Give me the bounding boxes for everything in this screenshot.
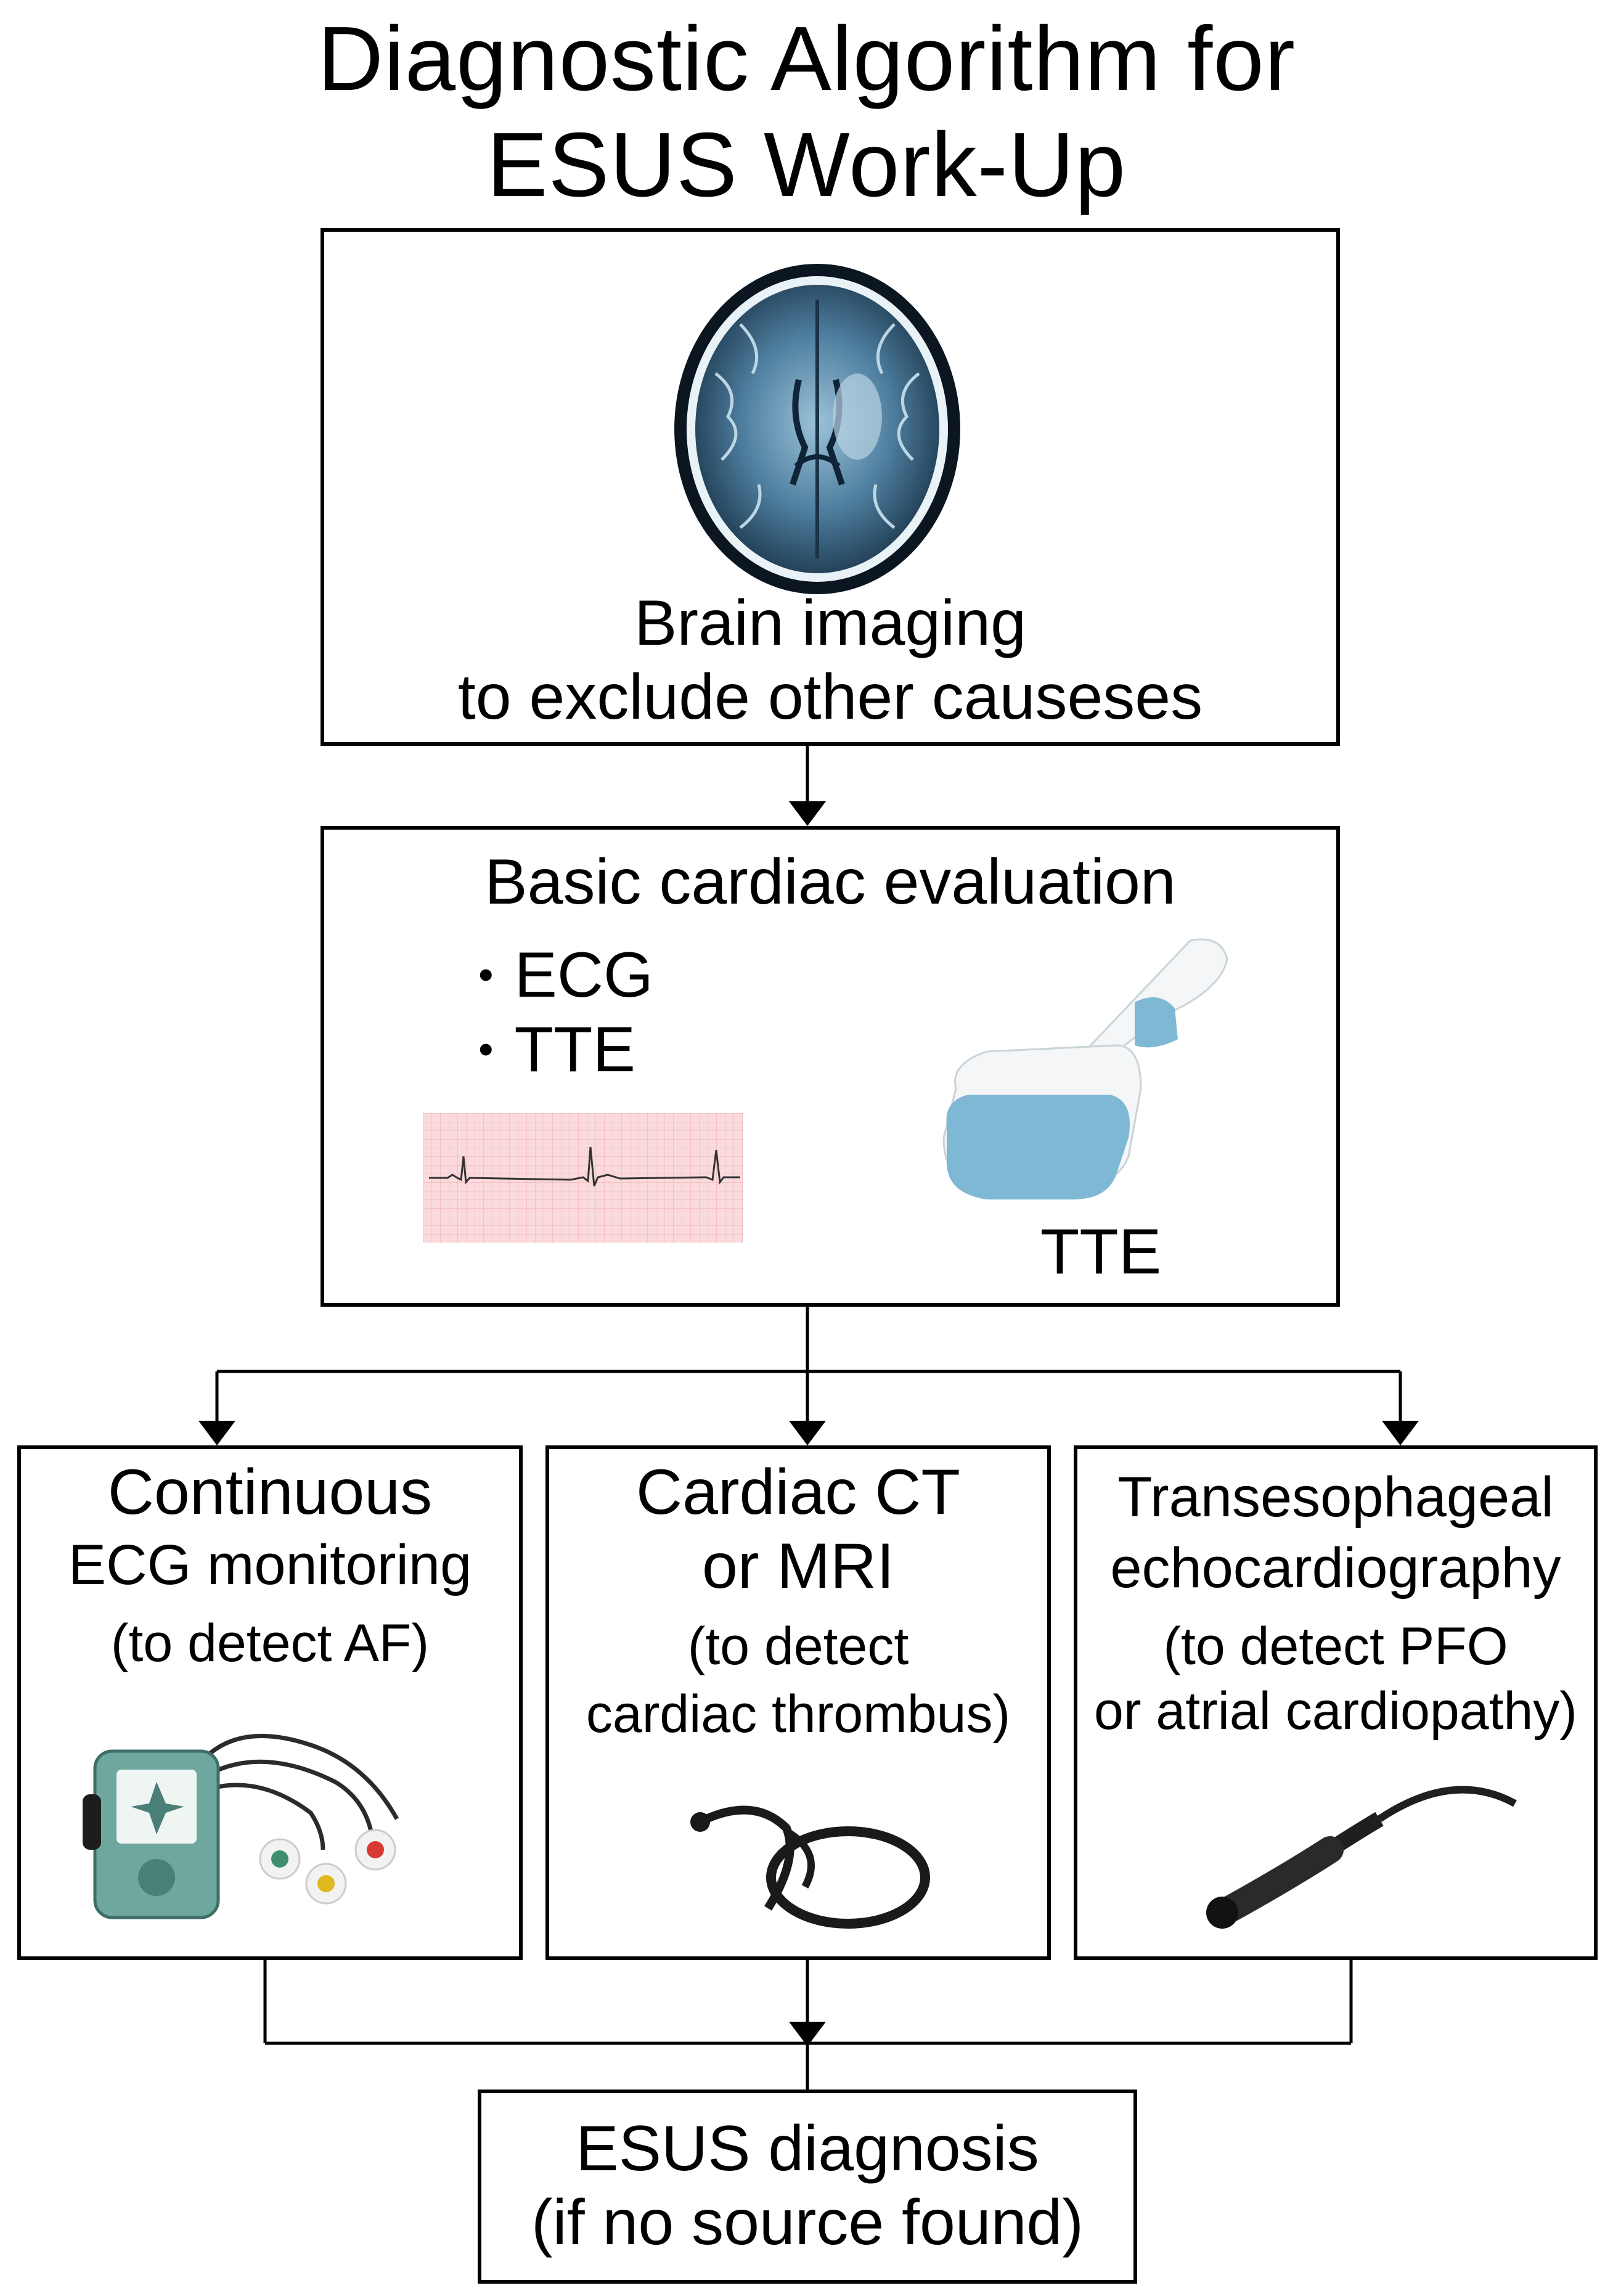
branch-continuous-ecg-line-2: ECG monitoring xyxy=(68,1534,472,1596)
brain-mri-image xyxy=(674,264,960,594)
diagram-title: Diagnostic Algorithm for ESUS Work-Up xyxy=(0,6,1613,218)
step-basic-cardiac-heading: Basic cardiac evaluation xyxy=(484,846,1176,918)
title-line-2: ESUS Work-Up xyxy=(486,114,1127,216)
branch-tee: Transesophageal echocardiography (to det… xyxy=(1074,1445,1598,1960)
stethoscope-image xyxy=(690,1805,930,1929)
branch-cardiac-ct-paren-1: (to detect xyxy=(687,1617,909,1676)
bullet-tte: TTE xyxy=(478,1012,653,1087)
arrowhead-branch-middle xyxy=(789,1421,826,1445)
ecg-strip-image xyxy=(423,1113,743,1243)
branch-cardiac-ct-mri: Cardiac CT or MRI (to detect cardiac thr… xyxy=(545,1445,1051,1960)
branch-tee-paren-1: (to detect PFO xyxy=(1163,1617,1508,1676)
outcome-line-1: ESUS diagnosis xyxy=(576,2113,1039,2184)
arrowhead-step2 xyxy=(789,801,826,826)
cardiac-evaluation-list: ECG TTE xyxy=(478,938,653,1087)
branch-cardiac-ct-paren-2: cardiac thrombus) xyxy=(586,1685,1011,1744)
branch-tee-line-2: echocardiography xyxy=(1110,1537,1561,1599)
arrowhead-merge xyxy=(789,2022,826,2046)
branch-continuous-ecg: Continuous ECG monitoring (to detect AF) xyxy=(17,1445,523,1960)
bullet-ecg: ECG xyxy=(478,938,653,1012)
holter-monitor-image xyxy=(83,1734,399,1919)
branch-continuous-ecg-paren: (to detect AF) xyxy=(110,1614,430,1673)
arrowhead-branch-left xyxy=(198,1421,235,1445)
step-brain-imaging: Brain imaging to exclude other causeses xyxy=(321,228,1340,746)
outcome-line-2: (if no source found) xyxy=(531,2187,1084,2258)
branch-tee-line-1: Transesophageal xyxy=(1117,1466,1554,1529)
branch-cardiac-ct-line-1: Cardiac CT xyxy=(636,1456,960,1528)
arrowhead-branch-right xyxy=(1382,1421,1419,1445)
branch-cardiac-ct-line-2: or MRI xyxy=(702,1530,894,1602)
step-brain-imaging-line-2: to exclude other causeses xyxy=(457,661,1203,733)
branch-continuous-ecg-line-1: Continuous xyxy=(107,1456,433,1528)
title-line-1: Diagnostic Algorithm for xyxy=(317,8,1296,110)
outcome-esus-diagnosis: ESUS diagnosis (if no source found) xyxy=(478,2090,1137,2284)
tee-probe-image xyxy=(1206,1786,1517,1929)
step-brain-imaging-line-1: Brain imaging xyxy=(634,587,1026,659)
probe-label: TTE xyxy=(1040,1216,1162,1288)
ultrasound-probe-image xyxy=(942,938,1228,1199)
step-basic-cardiac-evaluation: Basic cardiac evaluation ECG TTE TTE xyxy=(321,826,1340,1307)
branch-tee-paren-2: or atrial cardiopathy) xyxy=(1094,1681,1577,1741)
